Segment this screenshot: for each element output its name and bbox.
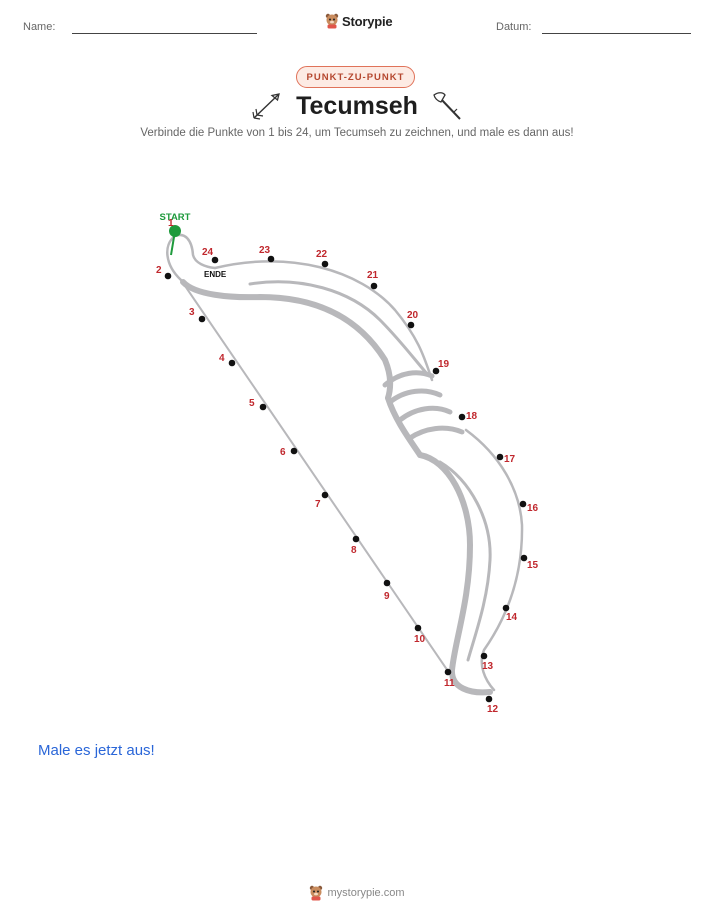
end-label: ENDE: [204, 270, 227, 279]
dot-16: [519, 500, 527, 508]
dot-6: [290, 447, 298, 455]
dot-14: [502, 604, 510, 612]
tomahawk-icon: [433, 92, 461, 120]
dot-2: [164, 272, 172, 280]
dot-label-6: 6: [280, 447, 286, 458]
dot-11: [444, 668, 452, 676]
footer-mascot-icon: [310, 885, 323, 901]
dot-label-22: 22: [316, 249, 328, 260]
dot-5: [259, 403, 267, 411]
dot-label-4: 4: [219, 353, 225, 364]
dot-label-9: 9: [384, 591, 390, 602]
storypie-logo: Storypie: [325, 13, 393, 29]
dot-label-5: 5: [249, 398, 255, 409]
dot-label-15: 15: [527, 560, 539, 571]
dot-19: [432, 367, 440, 375]
dot-label-11: 11: [444, 678, 455, 689]
dot-8: [352, 535, 360, 543]
dot-15: [520, 554, 528, 562]
dot-10: [414, 624, 422, 632]
date-field-line[interactable]: [542, 33, 691, 34]
dot-label-12: 12: [487, 704, 499, 715]
dot-13: [480, 652, 488, 660]
dot-label-18: 18: [466, 411, 478, 422]
dot-label-19: 19: [438, 359, 450, 370]
date-label: Datum:: [496, 21, 532, 33]
worksheet-type-badge: PUNKT-ZU-PUNKT: [296, 66, 415, 88]
instruction-text: Verbinde die Punkte von 1 bis 24, um Tec…: [140, 127, 574, 139]
dot-label-20: 20: [407, 310, 419, 321]
dot-label-21: 21: [367, 270, 379, 281]
dot-7: [321, 491, 329, 499]
dot-label-17: 17: [504, 454, 516, 465]
dot-label-14: 14: [506, 612, 518, 623]
dot-20: [407, 321, 415, 329]
dot-23: [267, 255, 275, 263]
dot-label-3: 3: [189, 307, 195, 318]
dot-12: [485, 695, 493, 703]
dot-label-7: 7: [315, 499, 321, 510]
name-label: Name:: [23, 21, 56, 33]
color-prompt: Male es jetzt aus!: [38, 742, 155, 759]
dot-3: [198, 315, 206, 323]
dot-9: [383, 579, 391, 587]
footer: mystorypie.com: [0, 885, 714, 901]
dot-label-8: 8: [351, 545, 357, 556]
dot-21: [370, 282, 378, 290]
dot-label-24: 24: [202, 247, 214, 258]
dot-17: [496, 453, 504, 461]
worksheet-header: Name: Storypie Datum:: [0, 0, 714, 50]
start-pin: [169, 225, 181, 237]
dot-label-16: 16: [527, 503, 539, 514]
dot-24: [211, 256, 219, 264]
dot-label-23: 23: [259, 245, 271, 256]
logo-text: Storypie: [342, 13, 393, 29]
start-label: START: [160, 212, 191, 223]
footer-url: mystorypie.com: [327, 887, 405, 899]
arrow-icon: [252, 93, 280, 120]
bow-outline: [166, 233, 524, 696]
page-title: Tecumseh: [296, 92, 418, 120]
dot-label-1: 1: [168, 218, 174, 229]
storypie-mascot-icon: [325, 13, 339, 29]
dot-label-2: 2: [156, 265, 162, 276]
dot-4: [228, 359, 236, 367]
dot-18: [458, 413, 466, 421]
dot-22: [321, 260, 329, 268]
dot-label-13: 13: [482, 661, 494, 672]
dot-label-10: 10: [414, 634, 426, 645]
name-field-line[interactable]: [72, 33, 257, 34]
